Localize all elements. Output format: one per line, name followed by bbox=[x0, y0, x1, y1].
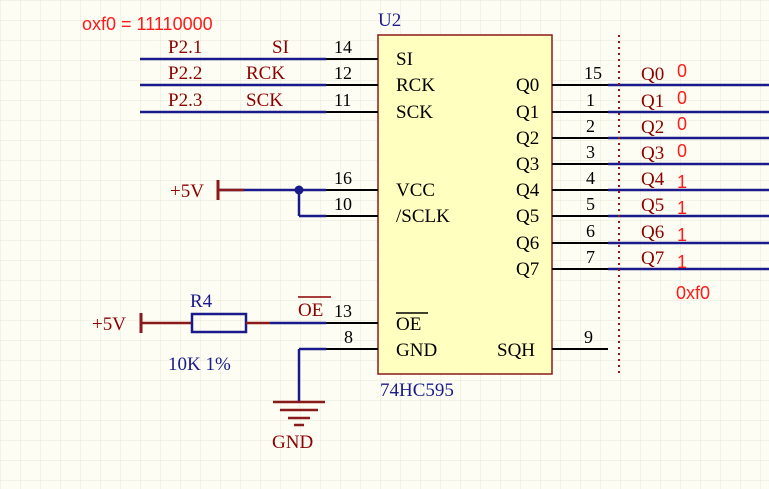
pin-name-q5: Q5 bbox=[516, 206, 539, 227]
net-label-q6: Q6 bbox=[641, 222, 664, 243]
pin-name-q7: Q7 bbox=[516, 259, 539, 280]
bit-value-q2: 0 bbox=[677, 114, 687, 134]
chip-part: 74HC595 bbox=[380, 380, 454, 401]
pin-number-12: 12 bbox=[334, 63, 352, 83]
pin-number-8: 8 bbox=[344, 327, 353, 347]
signal-label-sck: SCK bbox=[246, 90, 283, 111]
pin-number-10: 10 bbox=[334, 194, 352, 214]
pin-number-16: 16 bbox=[334, 168, 352, 188]
net-label-q1: Q1 bbox=[641, 91, 664, 112]
pin-name-q4: Q4 bbox=[516, 180, 540, 201]
vcc-power-label: +5V bbox=[170, 181, 204, 202]
bit-value-q7: 1 bbox=[677, 252, 687, 272]
pin-number-14: 14 bbox=[334, 37, 352, 57]
bit-value-q6: 1 bbox=[677, 225, 687, 245]
pin-name-q2: Q2 bbox=[516, 128, 539, 149]
pin-number-6: 6 bbox=[586, 221, 595, 241]
bit-value-q1: 0 bbox=[677, 88, 687, 108]
pin-name-sck: SCK bbox=[396, 102, 433, 123]
signal-label-si: SI bbox=[272, 37, 289, 58]
pin-number-11: 11 bbox=[334, 90, 351, 110]
pin-number-1: 1 bbox=[586, 90, 595, 110]
pin-number-9: 9 bbox=[584, 327, 593, 347]
net-label-p21: P2.1 bbox=[168, 37, 202, 58]
pin-number-15: 15 bbox=[584, 63, 602, 83]
net-label-q7: Q7 bbox=[641, 248, 664, 269]
pin-name-rck: RCK bbox=[396, 75, 435, 96]
pin-name-vcc: VCC bbox=[396, 180, 435, 201]
pin-name-gnd: GND bbox=[396, 340, 437, 361]
junction-dot bbox=[294, 185, 304, 195]
net-label-q2: Q2 bbox=[641, 117, 664, 138]
pin-name-q0: Q0 bbox=[516, 75, 539, 96]
pin-name-q3: Q3 bbox=[516, 154, 539, 175]
bit-value-q5: 1 bbox=[677, 198, 687, 218]
net-label-q4: Q4 bbox=[641, 169, 665, 190]
net-label-q3: Q3 bbox=[641, 143, 664, 164]
pin-number-5: 5 bbox=[586, 194, 595, 214]
bit-value-q4: 1 bbox=[677, 172, 687, 192]
pin-name-oe: OE bbox=[396, 314, 421, 335]
output-hex-note: 0xf0 bbox=[676, 283, 710, 303]
pin-number-13: 13 bbox=[334, 301, 352, 321]
net-label-p23: P2.3 bbox=[168, 90, 202, 111]
pin-number-3: 3 bbox=[586, 142, 595, 162]
chip-body bbox=[377, 34, 553, 375]
pin-number-2: 2 bbox=[586, 116, 595, 136]
bit-value-q3: 0 bbox=[677, 141, 687, 161]
pin-name-sclk: /SCLK bbox=[396, 206, 450, 227]
gnd-label: GND bbox=[272, 432, 313, 453]
signal-label-rck: RCK bbox=[246, 63, 285, 84]
pin-name-si: SI bbox=[396, 49, 413, 70]
resistor-value: 10K 1% bbox=[168, 354, 231, 375]
chip-designator: U2 bbox=[378, 10, 401, 31]
top-note: oxf0 = 11110000 bbox=[82, 14, 213, 34]
resistor-designator: R4 bbox=[190, 291, 213, 312]
net-label-q0: Q0 bbox=[641, 64, 664, 85]
oe-net-label: OE bbox=[298, 300, 323, 321]
bit-value-q0: 0 bbox=[677, 61, 687, 81]
net-label-p22: P2.2 bbox=[168, 63, 202, 84]
pin-name-sqh: SQH bbox=[497, 340, 535, 361]
pin-number-4: 4 bbox=[586, 168, 595, 188]
pin-name-q1: Q1 bbox=[516, 102, 539, 123]
net-label-q5: Q5 bbox=[641, 195, 664, 216]
pin-number-7: 7 bbox=[586, 247, 595, 267]
resistor-power-label: +5V bbox=[92, 314, 126, 335]
pin-name-q6: Q6 bbox=[516, 233, 539, 254]
